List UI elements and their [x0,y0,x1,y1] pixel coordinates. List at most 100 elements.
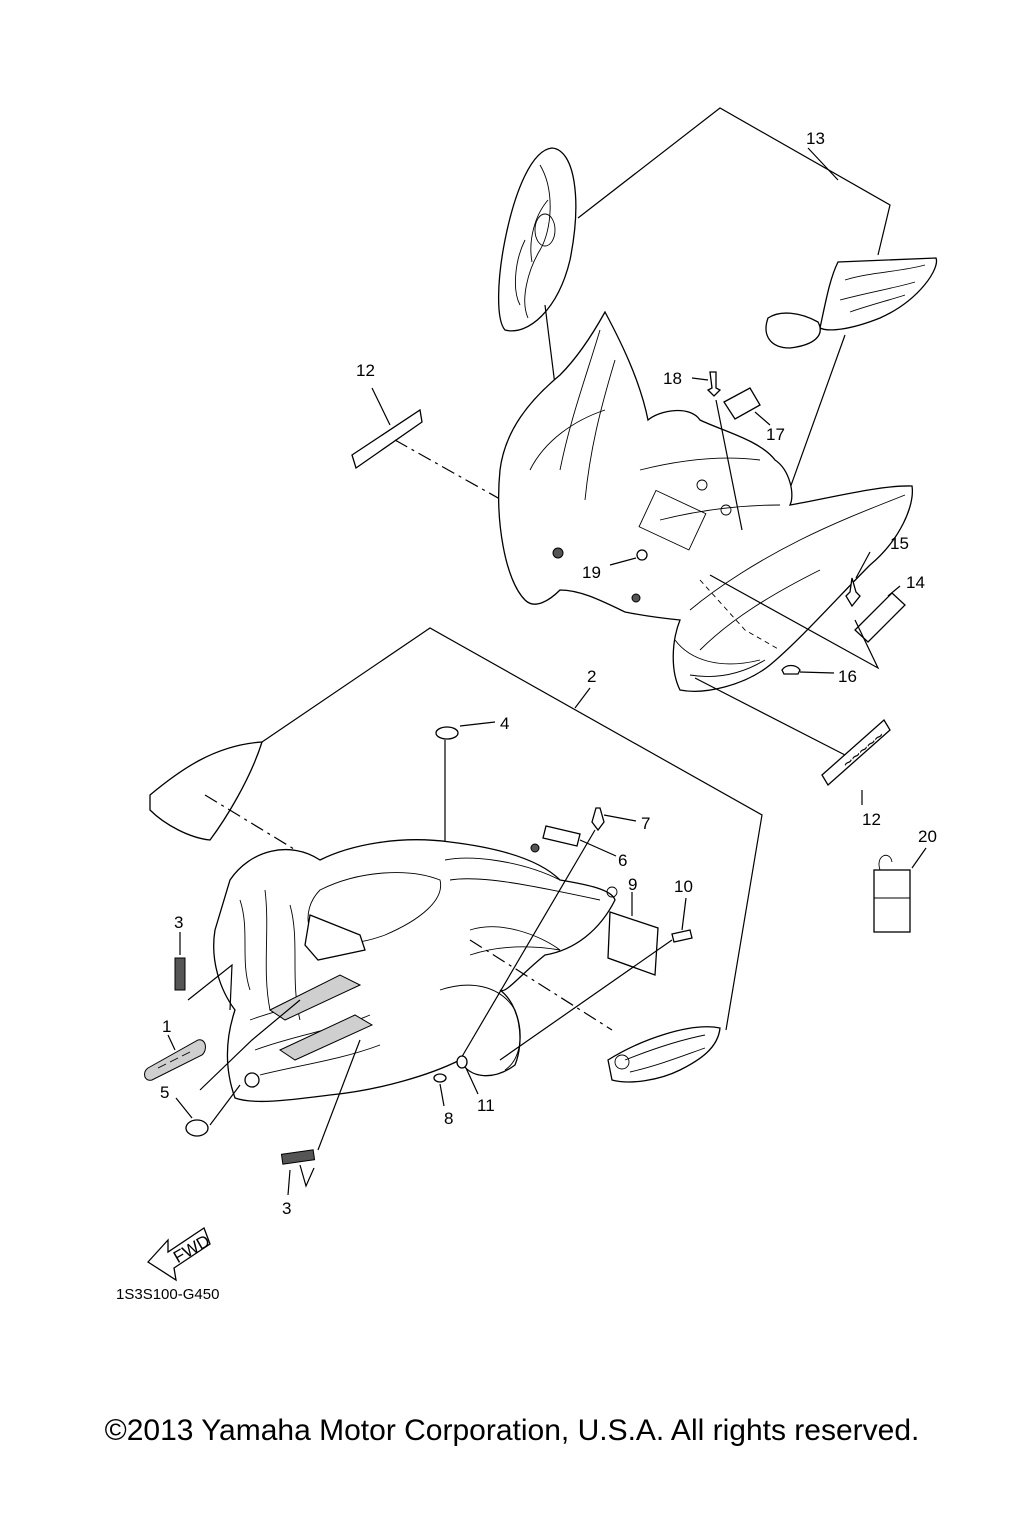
screw-10 [671,929,693,943]
emblem-1-text [157,1051,191,1069]
leader-15 [855,551,871,579]
leader-1-long [199,999,301,1091]
group-line-13 [577,107,891,256]
leader-rear-side-decal [469,939,613,1031]
leader-3-upper-v [187,963,233,1011]
leader-3-lower [287,1169,291,1196]
callout-4: 4 [500,714,509,733]
leader-18-down [715,399,743,531]
leader-4 [459,721,496,727]
leader-3-lower-up [317,1039,361,1151]
rear-fender-tank-edge [444,857,601,901]
leader-12-upper-dash [394,439,556,531]
nut-16 [781,664,801,675]
label-9 [607,911,659,976]
leader-1 [167,1034,176,1051]
leader-10 [681,897,687,931]
front-fender-hole-left [552,547,564,559]
callout-15: 15 [890,534,909,553]
callout-7: 7 [641,814,650,833]
rear-fender-right-panel [469,926,561,956]
screw-15 [845,577,861,608]
label-6 [542,825,581,847]
front-fender-nose [674,639,766,677]
leader-10-down [499,939,673,1061]
callout-12-upper: 12 [356,361,375,380]
leader-18 [691,377,709,381]
decal-13-left-emblem [534,213,556,247]
callout-2: 2 [587,667,596,686]
strip-3-upper [174,957,186,991]
decal-13-right-flame [839,264,926,313]
leader-6 [579,839,617,857]
callout-16: 16 [838,667,857,686]
decal-13-left-flame [515,164,551,319]
leader-20 [911,847,927,869]
decal-12-lower-lettering: ~~~~~ [838,727,888,774]
group-line-2-stem [574,687,591,709]
decal-13-right [819,257,938,331]
callout-3-upper: 3 [174,913,183,932]
rear-fender-hole-a [530,843,540,853]
front-fender-hidden-edge [699,579,781,651]
rivet-8 [433,1073,447,1083]
front-fender-bracket [638,489,707,551]
leader-16 [799,671,835,674]
callout-6: 6 [618,851,627,870]
copyright-notice: ©2013 Yamaha Motor Corporation, U.S.A. A… [104,1414,920,1447]
leader-19 [609,557,637,566]
front-fender-inner-b [529,409,781,521]
rear-side-decal [607,1026,721,1083]
label-17 [723,387,761,420]
callout-20: 20 [918,827,937,846]
fwd-arrow-icon: FWD [147,1227,213,1282]
diagram-code: 1S3S100-G450 [116,1286,219,1303]
rear-fender-stripe-b [278,1014,374,1061]
callout-9: 9 [628,875,637,894]
front-fender-hole-b [720,504,732,516]
callout-8: 8 [444,1109,453,1128]
front-fender-hole-a [696,479,708,491]
leader-8 [439,1083,445,1107]
decal-12-lower [821,718,891,787]
grommet-19 [636,549,648,561]
reflector-5 [185,1119,209,1137]
screw-7 [591,807,605,832]
leader-7 [603,814,637,822]
group-line-13-stem [807,147,839,181]
leader-11 [465,1067,479,1095]
leader-12-upper [371,387,391,426]
callout-17: 17 [766,425,785,444]
front-fender-inner-c [689,494,906,651]
rear-top-decal [149,741,263,841]
tag-20-loop [878,854,893,871]
decal-12-upper [351,408,423,470]
callout-18: 18 [663,369,682,388]
front-fender-hole-mid [631,593,641,603]
leader-5-to-mount [209,1084,241,1126]
callout-12-lower: 12 [862,810,881,829]
rear-fender-hole-b [606,886,618,898]
leader-7-down [459,829,596,1061]
strip-3-lower [280,1149,316,1165]
callout-19: 19 [582,563,601,582]
rear-fender-wheel-arch [439,984,521,1071]
emblem-4 [435,726,459,740]
callout-11: 11 [477,1096,495,1115]
leader-5 [175,1097,193,1119]
tag-20 [873,869,911,933]
leader-3-lower-v [299,1164,315,1188]
rear-fender-seat-bracket [304,914,366,961]
screw-18 [706,371,722,397]
washer-11 [456,1055,468,1069]
callout-1: 1 [162,1017,171,1036]
rear-side-decal-flame [624,1034,706,1073]
group-line-2 [261,627,763,1031]
leader-12-lower-up [694,677,846,756]
rear-side-decal-logo [614,1054,630,1070]
leader-17 [754,411,771,426]
rear-fender-reflector-mount [244,1072,260,1088]
callout-3-lower: 3 [282,1199,291,1218]
leader-14 [887,585,901,597]
